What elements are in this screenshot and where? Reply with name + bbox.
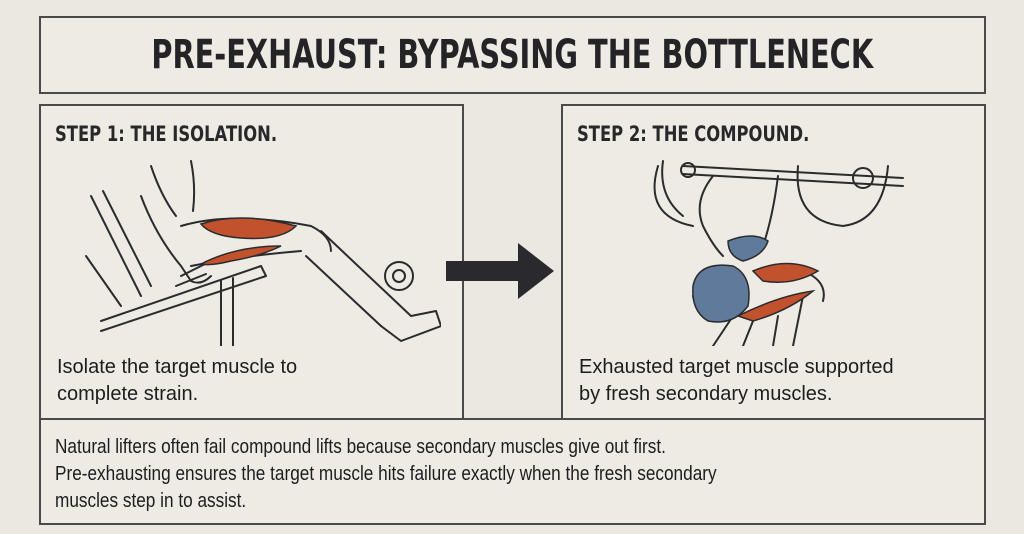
explanation-line: muscles step in to assist. [55, 490, 247, 512]
step-2-title: STEP 2: THE COMPOUND. [577, 122, 810, 146]
caption-line: complete strain. [57, 383, 199, 405]
caption-line: Isolate the target muscle to [57, 356, 298, 378]
caption-line: Exhausted target muscle supported [579, 356, 894, 378]
arrow-right-icon [446, 243, 554, 299]
step-1-panel: STEP 1: THE ISOLATION. Isolate the targe… [39, 104, 464, 420]
explanation-box: Natural lifters often fail compound lift… [39, 418, 986, 525]
title-banner: PRE-EXHAUST: BYPASSING THE BOTTLENECK [39, 16, 986, 94]
page-title: PRE-EXHAUST: BYPASSING THE BOTTLENECK [151, 32, 874, 78]
squat-illustration [653, 160, 904, 346]
step-2-panel: STEP 2: THE COMPOUND. Exhausted target m… [561, 104, 986, 420]
caption-line: by fresh secondary muscles. [579, 383, 833, 405]
explanation-text: Natural lifters often fail compound lift… [55, 434, 984, 515]
step-2-caption: Exhausted target muscle supported by fre… [579, 354, 979, 408]
explanation-line: Natural lifters often fail compound lift… [55, 436, 666, 458]
leg-extension-illustration [85, 160, 441, 346]
explanation-line: Pre-exhausting ensures the target muscle… [55, 463, 717, 485]
step-1-title: STEP 1: THE ISOLATION. [55, 122, 278, 146]
step-1-caption: Isolate the target muscle to complete st… [57, 354, 457, 408]
